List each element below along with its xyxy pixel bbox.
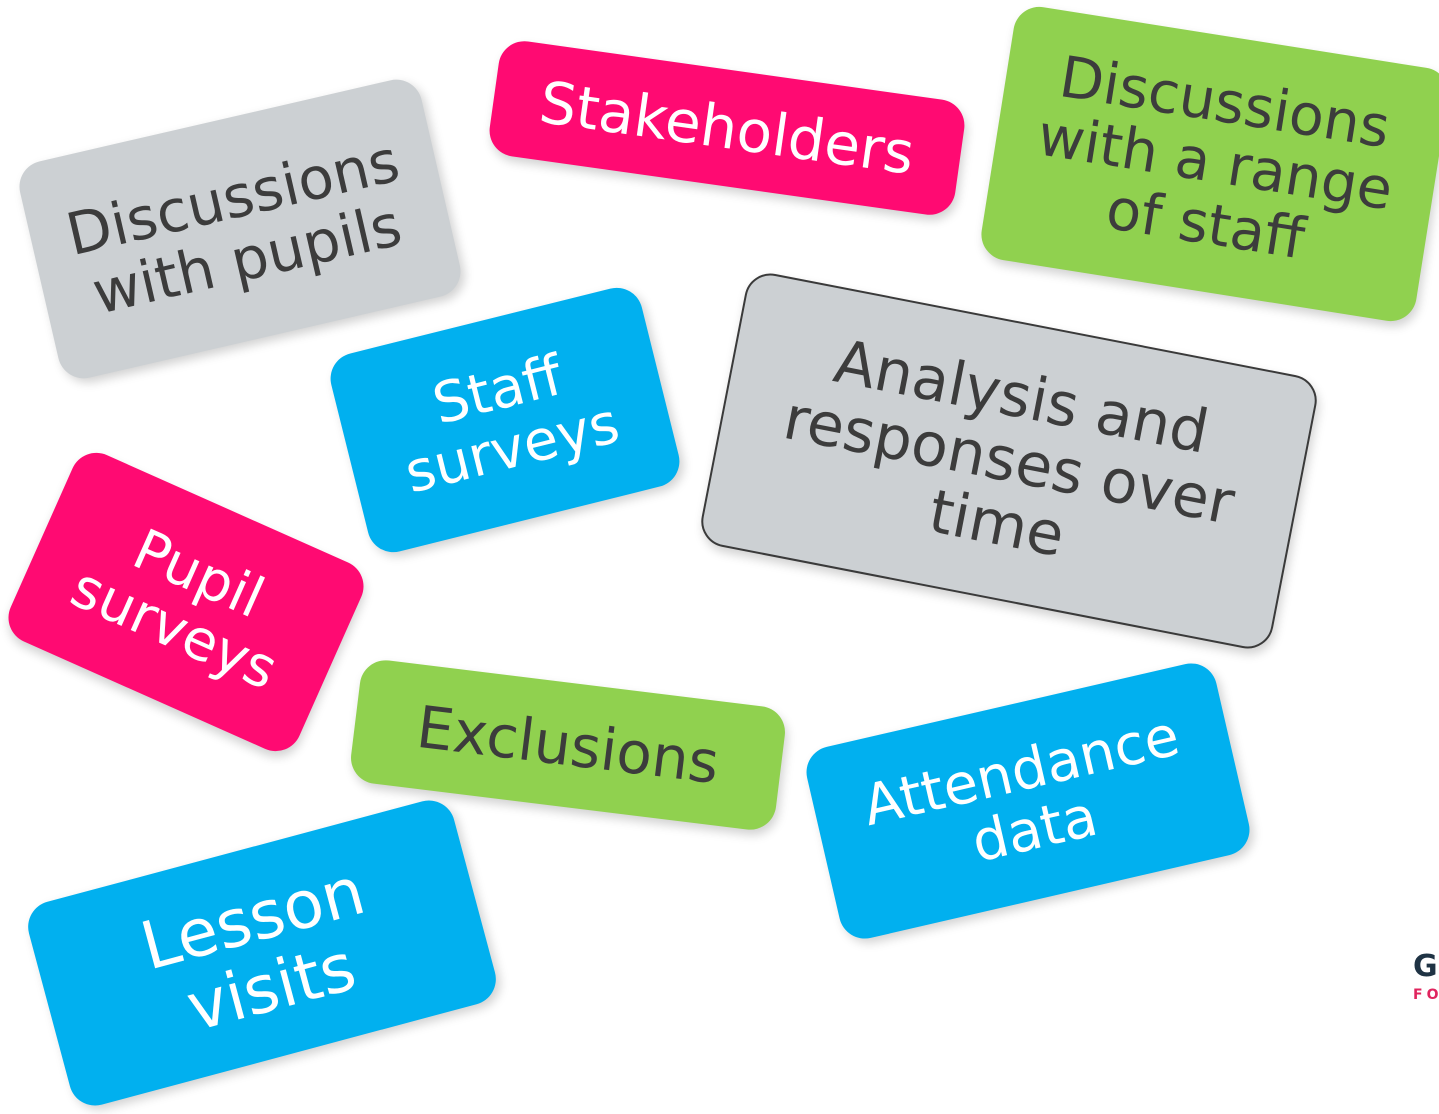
card-pupil-surveys: Pupil surveys [0,444,372,760]
card-label: Staff surveys [398,342,626,507]
card-discussions-with-staff: Discussions with a range of staff [977,3,1439,325]
card-label: Discussions with pupils [60,126,408,328]
card-label: Exclusions [413,692,723,797]
logo: G FO [1413,952,1439,1012]
card-label: Stakeholders [535,67,919,188]
card-attendance-data: Attendance data [801,658,1255,944]
card-staff-surveys: Staff surveys [325,282,685,558]
card-lesson-visits: Lesson visits [22,794,502,1112]
logo-bottom-text: FO [1413,987,1439,1003]
logo-top-text: G [1413,952,1438,984]
card-label: Discussions with a range of staff [1033,43,1398,273]
card-label: Lesson visits [133,851,373,1047]
card-analysis-and-responses: Analysis and responses over time [696,269,1322,653]
card-label: Analysis and responses over time [778,326,1240,572]
card-discussions-with-pupils: Discussions with pupils [14,74,466,384]
card-label: Pupil surveys [61,516,287,703]
card-stakeholders: Stakeholders [486,37,968,219]
card-label: Attendance data [856,702,1186,876]
